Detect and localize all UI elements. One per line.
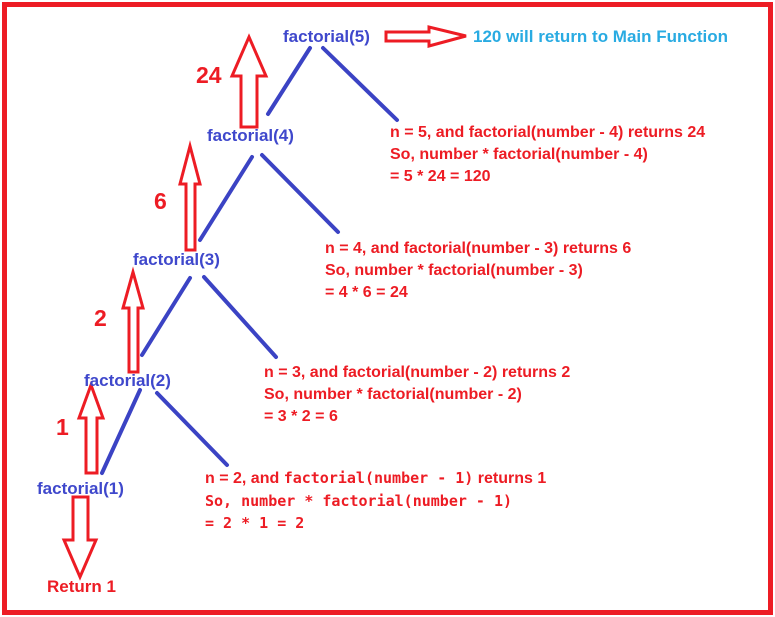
up-arrow-return-2-icon xyxy=(121,266,145,374)
down-arrow-base-case-icon xyxy=(61,495,99,581)
edge-factorial3-annotation-n3 xyxy=(202,275,278,359)
edge-factorial4-annotation-n4 xyxy=(260,153,340,234)
return-value-24: 24 xyxy=(196,62,222,88)
annotation-n3-line-3: = 3 * 2 = 6 xyxy=(264,408,338,425)
edge-factorial2-annotation-n2 xyxy=(155,391,229,467)
annotation-n3: n = 3, and factorial(number - 2) returns… xyxy=(264,362,570,428)
annotation-n2-line-3: = 2 * 1 = 2 xyxy=(205,514,305,532)
annotation-n5-line-3: = 5 * 24 = 120 xyxy=(390,168,491,185)
node-factorial-2: factorial(2) xyxy=(84,371,171,390)
annotation-n4-line-3: = 4 * 6 = 24 xyxy=(325,284,408,301)
annotation-n4-line-2: So, number * factorial(number - 3) xyxy=(325,262,583,279)
edge-factorial5-factorial4 xyxy=(266,46,312,116)
main-return-text: 120 will return to Main Function xyxy=(473,27,729,46)
up-arrow-return-6-icon xyxy=(178,140,202,252)
annotation-n4: n = 4, and factorial(number - 3) returns… xyxy=(325,238,631,304)
return-value-1: 1 xyxy=(56,414,69,440)
annotation-n4-line-1: n = 4, and factorial(number - 3) returns… xyxy=(325,240,632,257)
annotation-n3-line-1: n = 3, and factorial(number - 2) returns… xyxy=(264,364,571,381)
annotation-n5-line-1: n = 5, and factorial(number - 4) returns… xyxy=(390,124,706,141)
edge-factorial3-factorial2 xyxy=(140,276,192,357)
annotation-n2-line-1-suffix: returns 1 xyxy=(473,470,547,487)
right-arrow-main-return-icon xyxy=(384,25,467,48)
annotation-n2-line-2: So, number * factorial(number - 1) xyxy=(205,492,513,510)
annotation-n2: n = 2, and factorial(number - 1) returns… xyxy=(205,467,546,534)
annotation-n3-line-2: So, number * factorial(number - 2) xyxy=(264,386,522,403)
node-factorial-5: factorial(5) xyxy=(283,27,370,46)
edge-factorial2-factorial1 xyxy=(100,388,142,475)
annotation-n5-line-2: So, number * factorial(number - 4) xyxy=(390,146,648,163)
annotation-n2-line-1-prefix: n = 2, and xyxy=(205,470,284,487)
base-case-text: Return 1 xyxy=(47,577,116,596)
return-value-2: 2 xyxy=(94,305,107,331)
node-factorial-1: factorial(1) xyxy=(37,479,124,498)
return-value-6: 6 xyxy=(154,188,167,214)
annotation-n2-line-1: n = 2, and factorial(number - 1) returns… xyxy=(205,467,546,490)
annotation-n5: n = 5, and factorial(number - 4) returns… xyxy=(390,122,705,188)
up-arrow-return-1-icon xyxy=(76,380,106,475)
node-factorial-3: factorial(3) xyxy=(133,250,220,269)
annotation-n2-line-1-code: factorial(number - 1) xyxy=(283,469,474,487)
edge-factorial5-annotation-n5 xyxy=(321,46,399,122)
up-arrow-return-24-icon xyxy=(229,33,269,129)
node-factorial-4: factorial(4) xyxy=(207,126,294,145)
edge-factorial4-factorial3 xyxy=(198,155,254,242)
